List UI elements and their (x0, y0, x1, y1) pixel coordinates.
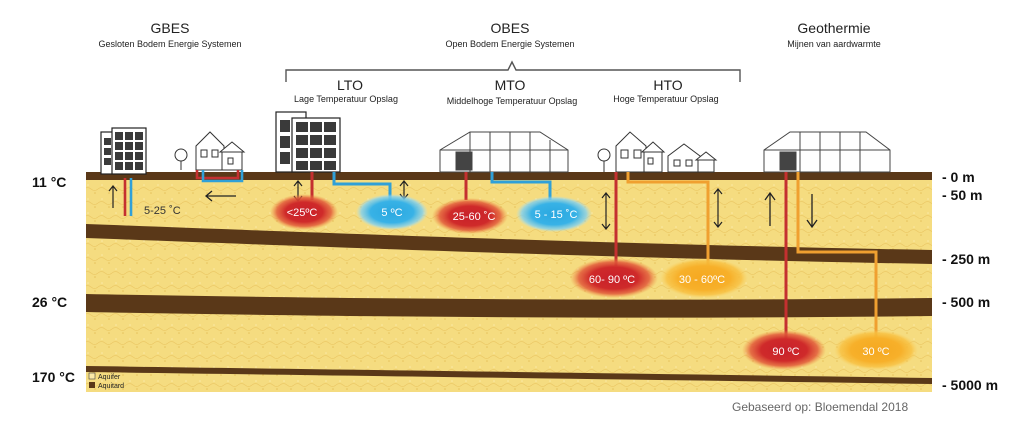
legend-aquifer-swatch (88, 372, 96, 380)
ground-temp-170: 170 °C (32, 369, 75, 385)
depth-50m: - 50 m (942, 187, 982, 203)
mto-cold-label: 5 - 15 ˚C (535, 209, 578, 221)
lto-warm-zone (270, 194, 338, 230)
lto-solar-panel-icon (275, 111, 341, 173)
depth-5000m: - 5000 m (942, 377, 998, 393)
geo-subtitle: Mijnen van aardwarmte (787, 39, 881, 49)
obes-subtitle: Open Bodem Energie Systemen (445, 39, 574, 49)
depth-500m: - 500 m (942, 294, 990, 310)
gbes-flow-arrow-icon (204, 190, 236, 202)
geo-pipes (784, 172, 878, 344)
depth-250m: - 250 m (942, 251, 990, 267)
legend-aquitard-swatch (89, 382, 95, 388)
hto-pipes (614, 172, 710, 266)
lto-warm-label: <25ºC (287, 207, 318, 219)
source-note: Gebaseerd op: Bloemendal 2018 (732, 400, 908, 414)
gbes-subtitle: Gesloten Bodem Energie Systemen (98, 39, 241, 49)
aquitard-layer-1 (86, 224, 932, 264)
ground-temp-26: 26 °C (32, 294, 67, 310)
lto-cold-zone (356, 194, 428, 230)
obes-bracket (285, 60, 741, 82)
lto-cold-label: 5 ºC (381, 207, 402, 219)
aquitard-layer-2 (86, 294, 932, 318)
mto-title: MTO (495, 77, 526, 93)
legend: Aquifer Aquitard (88, 372, 124, 390)
gbes-up-arrow-icon (108, 185, 118, 208)
geo-warm-label: 30 ºC (862, 346, 889, 358)
geo-title: Geothermie (797, 20, 870, 36)
hto-warm-zone (660, 258, 748, 298)
mto-subtitle: Middelhoge Temperatuur Opslag (447, 96, 577, 106)
mto-pipes (464, 172, 552, 200)
lto-title: LTO (337, 77, 363, 93)
hto-subtitle: Hoge Temperatuur Opslag (613, 94, 718, 104)
mto-greenhouse-icon (439, 131, 569, 173)
legend-aquitard-label: Aquitard (98, 383, 124, 390)
gbes-solar-panel-icon (100, 127, 147, 175)
gbes-temp-label: 5-25 ˚C (144, 205, 181, 217)
hto-hot-zone (570, 258, 658, 298)
hto-house-icon (597, 131, 718, 173)
gbes-house-icon (174, 131, 246, 171)
geo-up-arrow-icon (764, 191, 776, 226)
hto-arrow-right-icon (713, 188, 723, 228)
mto-warm-label: 25-60 ˚C (453, 211, 496, 223)
geo-hot-zone (742, 330, 826, 370)
hto-title: HTO (653, 77, 682, 93)
hto-arrow-left-icon (601, 192, 611, 230)
mto-cold-zone (516, 196, 592, 232)
hto-hot-label: 60- 90 ºC (589, 274, 635, 286)
geo-hot-label: 90 ºC (772, 346, 799, 358)
surface-layer (86, 172, 932, 180)
mto-warm-zone (432, 198, 508, 234)
geo-down-arrow-icon (806, 194, 818, 229)
gbes-loop-pipe (123, 170, 244, 216)
hto-warm-label: 30 - 60ºC (679, 274, 725, 286)
depth-0m: - 0 m (942, 169, 975, 185)
ground-temp-11: 11 °C (32, 174, 66, 190)
obes-title: OBES (491, 20, 530, 36)
legend-aquifer-label: Aquifer (98, 374, 121, 381)
gbes-title: GBES (151, 20, 190, 36)
aquitard-layer-3 (86, 366, 932, 384)
geo-warm-zone (834, 330, 918, 370)
lto-subtitle: Lage Temperatuur Opslag (294, 94, 398, 104)
geo-greenhouse-icon (763, 131, 891, 173)
